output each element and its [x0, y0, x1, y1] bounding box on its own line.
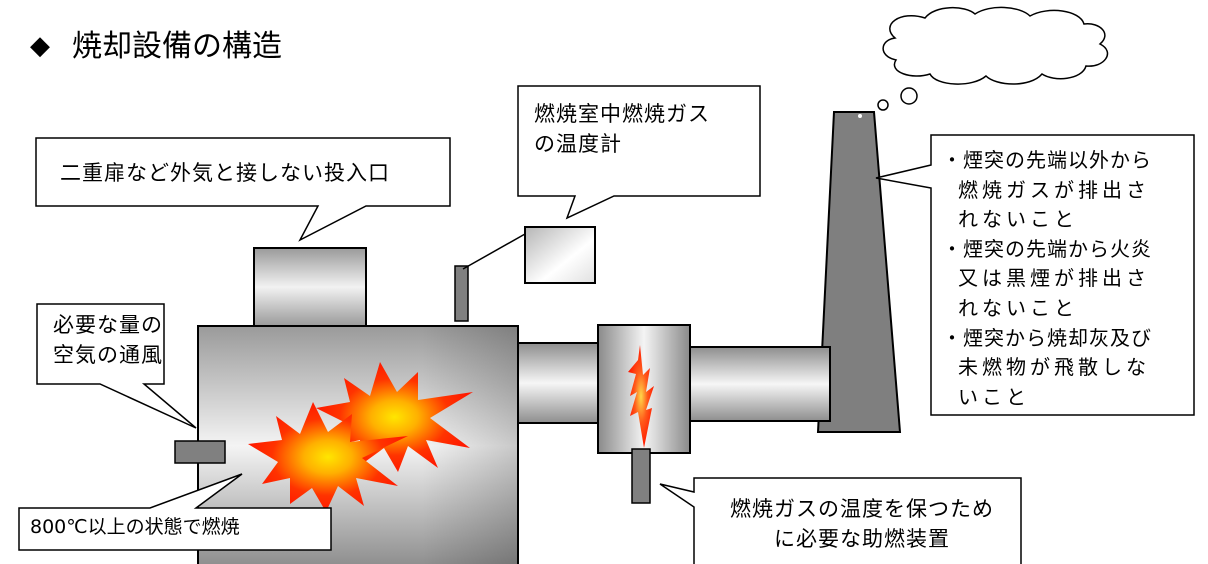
smoke-puff-large — [900, 87, 918, 105]
inlet-hopper — [253, 247, 367, 327]
callout-burner-line-1: 燃焼ガスの温度を保つため — [730, 497, 994, 521]
chimney-spark — [858, 114, 862, 118]
callout-chimney-shape — [875, 134, 1195, 416]
thermometer-lead — [462, 233, 526, 270]
smoke-puff-small — [877, 99, 889, 111]
callout-temperature-shape — [18, 473, 332, 551]
chimney-item-1-line-1: 燃焼ガスが排出さ — [958, 177, 1150, 202]
callout-thermometer-shape — [517, 85, 761, 220]
main-flame-left — [248, 402, 408, 512]
flue-pipe-left — [516, 342, 602, 424]
callout-air-line-2: 空気の通風 — [53, 343, 163, 368]
callout-chimney: ・煙突の先端以外から 燃焼ガスが排出さ れないこと ・煙突の先端から火炎 又は黒… — [942, 146, 1152, 412]
thermometer-gauge — [524, 226, 596, 284]
chamber-flame — [628, 345, 654, 448]
callout-thermometer: 燃焼室中燃焼ガス の温度計 — [534, 99, 710, 160]
chimney-item-1-line-2: れないこと — [958, 207, 1078, 232]
chimney-item-3-bullet: ・煙突から焼却灰及び — [942, 325, 1152, 350]
chimney-item-3-line-2: いこと — [958, 384, 1030, 409]
callout-thermometer-line-1: 燃焼室中燃焼ガス — [534, 102, 710, 126]
callout-burner-line-2: に必要な助燃装置 — [774, 527, 950, 552]
callout-burner-outline — [659, 477, 1022, 564]
chimney-item-2-bullet: ・煙突の先端から火炎 — [942, 236, 1152, 261]
chimney-item-2-line-1: 又は黒煙が排出さ — [958, 266, 1150, 291]
thermometer-probe — [454, 265, 469, 322]
callout-inlet-shape — [35, 137, 451, 242]
chimney-item-1-bullet: ・煙突の先端以外から — [942, 148, 1152, 172]
callout-burner: 燃焼ガスの温度を保つため に必要な助燃装置 — [712, 494, 1012, 555]
callout-air: 必要な量の 空気の通風 — [53, 310, 163, 371]
air-port — [174, 440, 226, 464]
callout-temperature: 800℃以上の状態で燃焼 — [30, 516, 240, 538]
chimney-item-3-line-1: 未燃物が飛散しな — [958, 355, 1150, 380]
diamond-icon: ◆ — [30, 31, 50, 61]
callout-thermometer-line-2: の温度計 — [534, 132, 622, 157]
chimney-item-2-line-2: れないこと — [958, 295, 1078, 320]
page-title: ◆ 焼却設備の構造 — [30, 32, 282, 62]
title-text: 焼却設備の構造 — [72, 29, 282, 64]
callout-air-line-1: 必要な量の — [53, 313, 163, 337]
auxiliary-burner — [631, 448, 651, 504]
chimney — [816, 111, 902, 433]
callout-inlet: 二重扉など外気と接しない投入口 — [60, 161, 390, 185]
smoke-cloud — [882, 6, 1109, 85]
main-flame-right — [316, 362, 473, 472]
flue-pipe-right — [689, 346, 831, 422]
callout-air-shape — [36, 303, 197, 429]
